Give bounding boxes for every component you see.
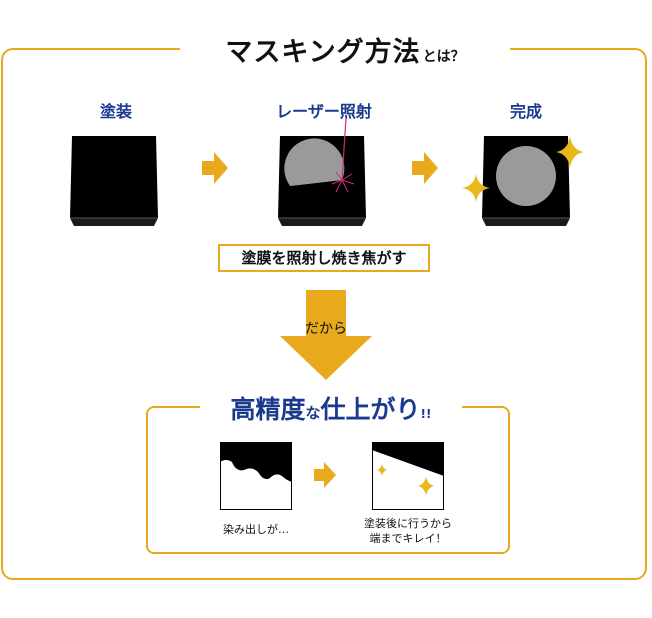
title-main-text: マスキング方法	[225, 37, 421, 68]
before-caption: 染み出しが…	[223, 523, 289, 536]
main-title: マスキング方法とは？	[180, 30, 510, 70]
complete-box-icon	[462, 136, 584, 226]
arrow-right-icon	[314, 462, 336, 488]
caption-box: 塗膜を照射し焼き焦がす	[218, 244, 430, 272]
after-caption-line1: 塗装後に行うから	[364, 517, 452, 530]
result-title-part3: 仕上がり	[320, 395, 421, 424]
step-label-laser: レーザー照射	[276, 102, 372, 121]
clean-square-icon	[372, 442, 444, 510]
arrow-right-icon	[202, 152, 228, 184]
title-sub-text: とは？	[422, 49, 465, 65]
laser-box-icon	[278, 118, 366, 226]
step-label-painting: 塗装	[99, 102, 132, 121]
painted-box-icon	[70, 136, 158, 226]
after-caption-line2: 端までキレイ！	[369, 532, 447, 545]
down-arrow-icon	[280, 290, 372, 380]
after-caption: 塗装後に行うから 端までキレイ！	[350, 516, 466, 546]
result-title-part1: 高精度	[230, 395, 306, 424]
result-title: 高精度な仕上がり!!	[200, 390, 462, 426]
arrow-right-icon	[412, 152, 438, 184]
bleed-square-icon	[220, 442, 292, 510]
result-title-bang: !!	[420, 407, 432, 421]
step-label-complete: 完成	[509, 102, 542, 121]
result-title-part2: な	[305, 404, 321, 422]
connector-text: だから	[305, 321, 347, 337]
